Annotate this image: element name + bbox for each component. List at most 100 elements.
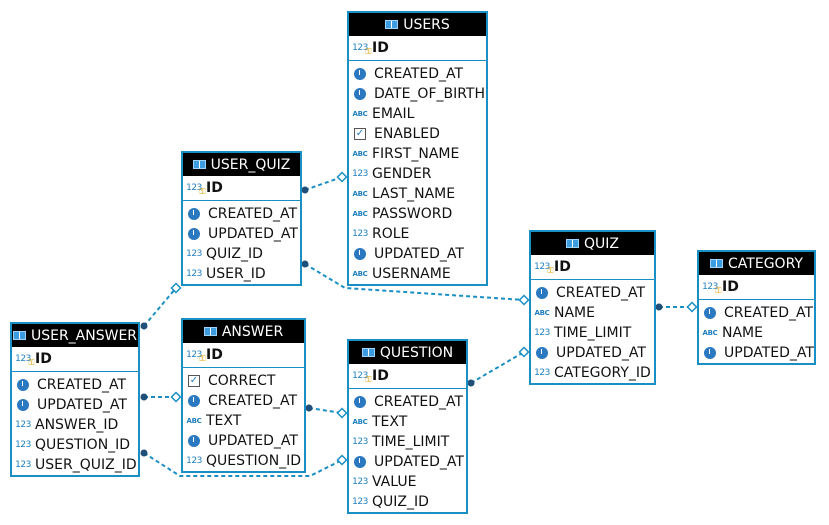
- entity-user-quiz[interactable]: USER_QUIZ123IDCREATED_ATUPDATED_AT123QUI…: [181, 151, 302, 286]
- relationship-end-diamond: [518, 294, 530, 306]
- field-row[interactable]: CREATED_AT: [349, 392, 466, 412]
- field-name: QUIZ_ID: [206, 246, 263, 262]
- field-name: CATEGORY_ID: [554, 365, 651, 381]
- field-row[interactable]: ✓CORRECT: [183, 371, 304, 391]
- primary-key-row[interactable]: 123ID: [531, 255, 654, 280]
- primary-key-row[interactable]: 123ID: [183, 176, 300, 201]
- table-icon: [12, 331, 26, 340]
- field-name: ID: [554, 259, 571, 275]
- field-row[interactable]: UPDATED_AT: [12, 395, 138, 415]
- field-name: ID: [372, 40, 389, 56]
- primary-key-row[interactable]: 123ID: [183, 343, 304, 368]
- entity-user-answer[interactable]: USER_ANSWER 123ID CREATED_AT UPDATED_AT123A…: [10, 322, 140, 477]
- field-row[interactable]: CREATED_AT: [531, 283, 654, 303]
- clock-icon: [354, 396, 366, 408]
- field-name: PASSWORD: [372, 206, 453, 222]
- field-row[interactable]: UPDATED_AT: [349, 452, 466, 472]
- field-name: VALUE: [372, 474, 417, 490]
- field-row[interactable]: CREATED_AT: [183, 204, 300, 224]
- relationship-end-dot: [301, 260, 309, 268]
- table-icon: [710, 259, 724, 268]
- field-row[interactable]: CREATED_AT: [183, 391, 304, 411]
- field-row[interactable]: CREATED_AT: [12, 375, 138, 395]
- field-row[interactable]: UPDATED_AT: [531, 343, 654, 363]
- field-name: QUESTION_ID: [206, 453, 302, 469]
- entity-title: USERS: [403, 16, 450, 33]
- relationship-end-dot: [140, 449, 148, 457]
- field-row[interactable]: UPDATED_AT: [699, 343, 814, 363]
- field-row[interactable]: CREATED_AT: [349, 64, 486, 84]
- field-row[interactable]: 123 QUIZ_ID: [183, 244, 300, 264]
- field-row[interactable]: CREATED_AT: [699, 303, 814, 323]
- text-type-icon: ABC: [352, 110, 368, 118]
- entity-title: USER_ANSWER: [30, 327, 138, 344]
- field-name: USER_ID: [206, 266, 266, 282]
- field-name: CREATED_AT: [374, 66, 464, 82]
- relationship-end-diamond: [170, 282, 182, 294]
- entity-header[interactable]: QUIZ: [531, 232, 654, 255]
- link-user-quiz-quiz: [304, 263, 525, 301]
- entity-title: USER_QUIZ: [210, 156, 291, 173]
- entity-header[interactable]: USER_QUIZ: [183, 153, 300, 176]
- clock-icon: [354, 456, 366, 468]
- entity-users[interactable]: USERS 123ID CREATED_AT DATE_OF_BIRTH ABC EMAI…: [347, 11, 488, 286]
- number-type-icon: 123: [186, 249, 202, 259]
- field-name: GENDER: [372, 166, 432, 182]
- entity-header[interactable]: USERS: [349, 13, 486, 36]
- entity-header[interactable]: CATEGORY: [699, 252, 814, 275]
- field-row[interactable]: ABC EMAIL: [349, 104, 486, 124]
- primary-key-row[interactable]: 123ID: [12, 347, 138, 372]
- primary-key-row[interactable]: 123ID: [699, 275, 814, 300]
- field-name: LAST_NAME: [372, 186, 456, 202]
- field-row[interactable]: UPDATED_AT: [349, 244, 486, 264]
- link-user-answer-user-quiz: [143, 287, 177, 327]
- field-row[interactable]: UPDATED_AT: [183, 224, 300, 244]
- field-row[interactable]: ✓ENABLED: [349, 124, 486, 144]
- entity-header[interactable]: USER_ANSWER: [12, 324, 138, 347]
- entity-question[interactable]: QUESTION123ID CREATED_AT ABCTEXT123TIME_LI…: [347, 339, 468, 514]
- entity-quiz[interactable]: QUIZ123IDCREATED_ATABCNAME123TIME_LIMITU…: [529, 230, 656, 385]
- entity-header[interactable]: QUESTION: [349, 341, 466, 364]
- field-name: CREATED_AT: [37, 377, 127, 393]
- number-type-icon: 123: [15, 420, 31, 430]
- clock-icon: [188, 395, 200, 407]
- clock-icon: [704, 347, 716, 359]
- field-row[interactable]: UPDATED_AT: [183, 431, 304, 451]
- field-name: DATE_OF_BIRTH: [374, 86, 486, 102]
- primary-key-row[interactable]: 123ID: [349, 364, 466, 389]
- field-name: UPDATED_AT: [374, 246, 464, 262]
- field-name: CREATED_AT: [374, 394, 464, 410]
- primary-key-icon: 123: [186, 183, 205, 197]
- field-name: NAME: [722, 325, 763, 341]
- link-user-answer-question: [143, 452, 343, 477]
- primary-key-row[interactable]: 123ID: [349, 36, 486, 61]
- entity-answer[interactable]: ANSWER123ID ✓CORRECTCREATED_ATABCTEXTUPDA…: [181, 318, 306, 473]
- entity-header[interactable]: ANSWER: [183, 320, 304, 343]
- field-name: EMAIL: [372, 106, 415, 122]
- field-row[interactable]: DATE_OF_BIRTH: [349, 84, 486, 104]
- field-name: UPDATED_AT: [208, 226, 298, 242]
